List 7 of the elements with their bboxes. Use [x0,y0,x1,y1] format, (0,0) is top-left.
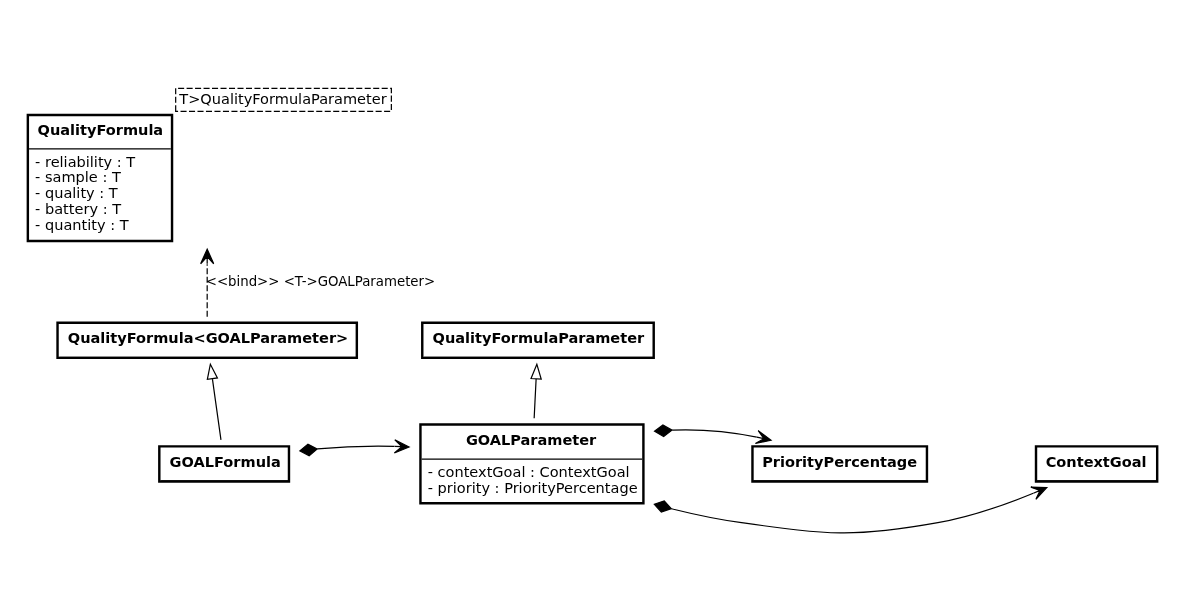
edge-label: <<bind>> <T->GOALParameter> [205,274,436,290]
arrow [206,362,222,441]
arrow [653,424,772,445]
arrow [530,362,543,419]
arrow [298,439,410,457]
arrow [653,486,1048,534]
arrow [200,248,215,318]
